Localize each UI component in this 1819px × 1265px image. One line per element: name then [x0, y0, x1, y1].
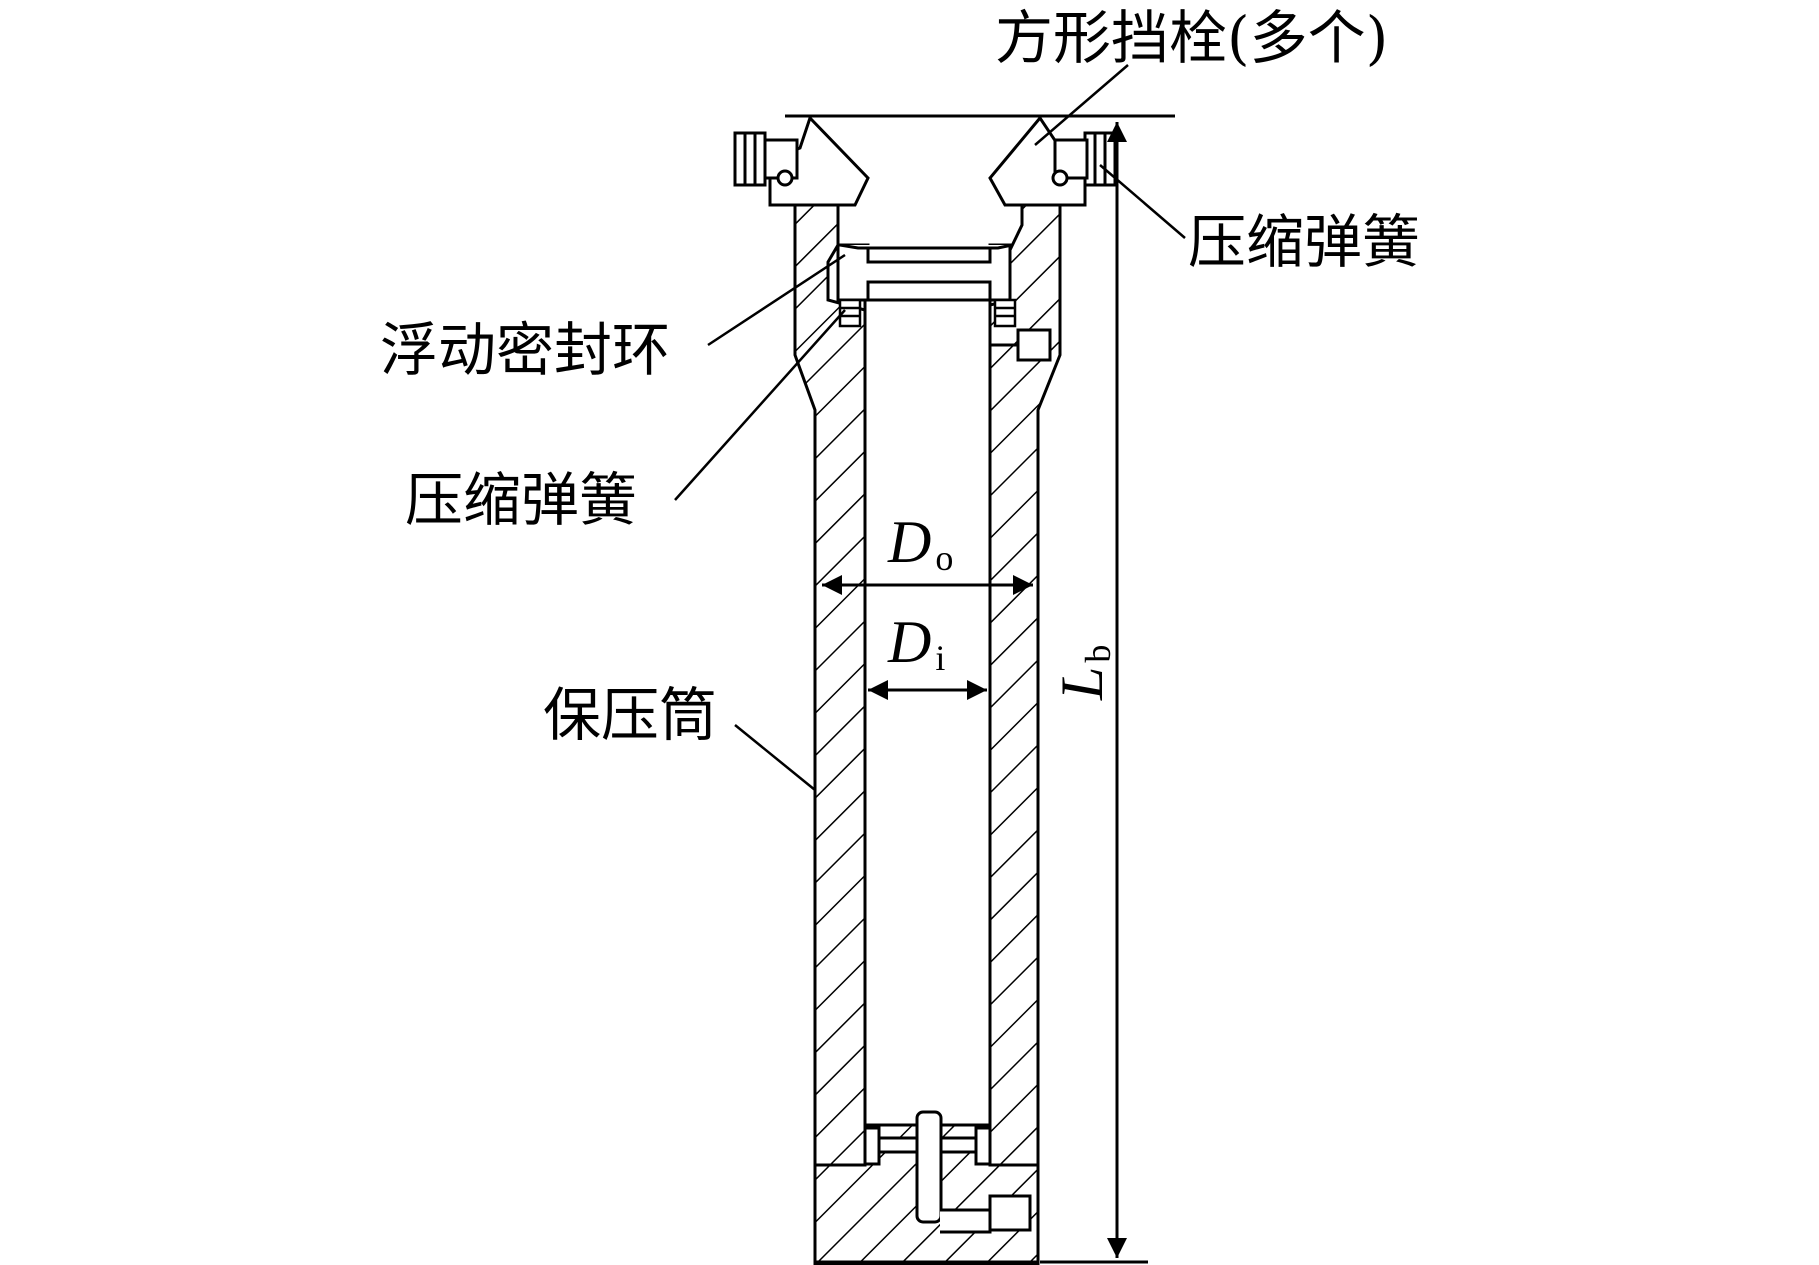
barrel-body: [793, 203, 1062, 1265]
right-bolt: [1051, 131, 1117, 187]
inner-bore: [863, 298, 992, 1127]
leader-pressure-barrel: [734, 724, 816, 791]
floating-seal-ring: [836, 243, 1012, 302]
valve-disc: [915, 1110, 943, 1224]
label-floating-seal-ring: 浮动密封环: [380, 316, 670, 384]
bottom-valve: [863, 1110, 1032, 1234]
label-compression-spring-left: 压缩弹簧: [405, 466, 637, 534]
label-pressure-barrel: 保压筒: [543, 681, 717, 749]
leader-spring-right: [1099, 164, 1186, 239]
left-funnel-lip: [768, 115, 870, 207]
leader-square-stopper: [1034, 64, 1129, 146]
dimension-lines: [822, 122, 1148, 1264]
valve-left-cap: [863, 1126, 881, 1166]
label-square-stopper: 方形挡栓(多个): [995, 4, 1388, 72]
valve-drain: [940, 1208, 992, 1234]
seal-springs: [838, 298, 1017, 328]
top-flange: [733, 114, 1175, 362]
leader-lines: [674, 64, 1186, 791]
valve-right-cap: [974, 1126, 992, 1166]
label-compression-spring-right: 压缩弹簧: [1188, 208, 1420, 276]
left-bolt: [733, 131, 799, 187]
leader-spring-left: [674, 309, 846, 501]
label-barrel-length: Lb: [1049, 645, 1118, 701]
valve-outlet: [988, 1194, 1032, 1232]
right-side-port: [990, 328, 1052, 362]
seal-ring-top: [839, 243, 1013, 250]
leader-seal-ring: [707, 253, 846, 347]
